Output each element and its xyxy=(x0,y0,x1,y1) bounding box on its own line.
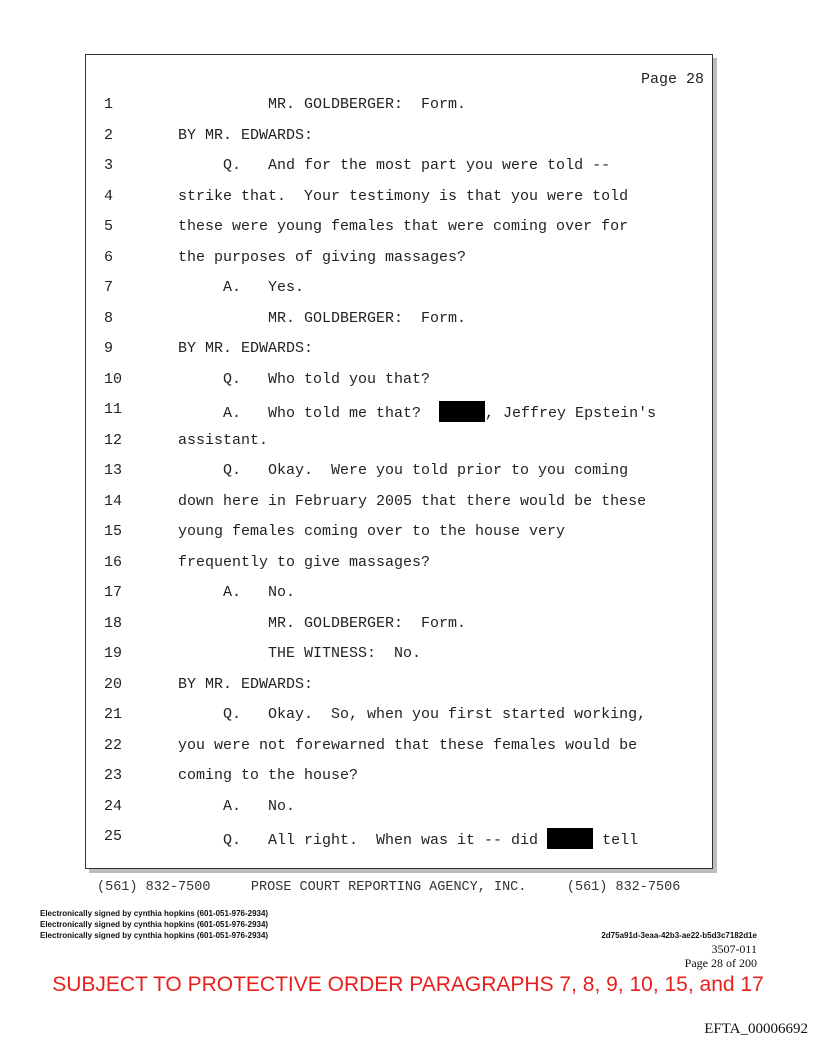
redaction-box xyxy=(439,401,486,422)
document-number: 3507-011 xyxy=(711,942,757,956)
line-text: THE WITNESS: No. xyxy=(178,645,422,662)
transcript-line: MR. GOLDBERGER: Form. xyxy=(178,96,466,113)
line-text: A. No. xyxy=(178,584,296,601)
line-text: frequently to give massages? xyxy=(178,553,431,571)
protective-order-banner: SUBJECT TO PROTECTIVE ORDER PARAGRAPHS 7… xyxy=(52,973,764,996)
bates-number: EFTA_00006692 xyxy=(704,1021,808,1037)
transcript-line: you were not forewarned that these femal… xyxy=(178,737,637,754)
transcript-line: Q. Okay. So, when you first started work… xyxy=(178,706,646,723)
line-text: Q. And for the most part you were told -… xyxy=(178,157,611,174)
transcript-box: Page 28 1 MR. GOLDBERGER: Form. 2 BY MR. E… xyxy=(85,54,713,869)
line-number: 24 xyxy=(104,797,123,815)
line-number: 15 xyxy=(104,523,123,540)
line-number: 19 xyxy=(104,645,123,662)
signature-line: Electronically signed by cynthia hopkins… xyxy=(40,920,269,929)
line-number: 11 xyxy=(104,401,123,418)
line-text: BY MR. EDWARDS: xyxy=(178,675,314,693)
transcript-line: MR. GOLDBERGER: Form. xyxy=(178,310,466,327)
transcript-line: young females coming over to the house v… xyxy=(178,523,565,540)
transcript-line: coming to the house? xyxy=(178,767,358,784)
transcript-line: assistant. xyxy=(178,432,268,449)
line-text: Q. Who told you that? xyxy=(178,370,431,388)
page-of-total: Page 28 of 200 xyxy=(684,956,757,970)
line-number: 4 xyxy=(104,187,114,205)
reporting-agency-line: (561) 832-7500 PROSE COURT REPORTING AGE… xyxy=(97,880,681,895)
transcript-line: Q. Who told you that? xyxy=(178,371,430,388)
line-number: 10 xyxy=(104,370,123,388)
line-text: these were young females that were comin… xyxy=(178,218,629,235)
line-number: 3 xyxy=(104,157,114,174)
transcript-line: strike that. Your testimony is that you … xyxy=(178,188,628,205)
transcript-line: THE WITNESS: No. xyxy=(178,645,421,662)
line-text: the purposes of giving massages? xyxy=(178,248,467,266)
line-number: 7 xyxy=(104,279,114,296)
document-hash: 2d75a91d-3eaa-42b3-ae22-b5d3c7182d1e xyxy=(601,931,757,940)
signature-line: Electronically signed by cynthia hopkins… xyxy=(40,931,269,940)
line-text: A. No. xyxy=(178,797,296,815)
line-text: Q. Okay. So, when you first started work… xyxy=(178,706,647,723)
line-text: BY MR. EDWARDS: xyxy=(178,126,314,144)
line-number: 1 xyxy=(104,96,114,113)
line-text: BY MR. EDWARDS: xyxy=(178,340,314,357)
line-number: 22 xyxy=(104,736,123,754)
transcript-line: BY MR. EDWARDS: xyxy=(178,340,313,357)
transcript-line: the purposes of giving massages? xyxy=(178,249,466,266)
line-number: 14 xyxy=(104,492,123,510)
line-number: 5 xyxy=(104,218,114,235)
transcript-line: BY MR. EDWARDS: xyxy=(178,676,313,693)
line-text: MR. GOLDBERGER: Form. xyxy=(178,96,467,113)
line-number: 20 xyxy=(104,675,123,693)
line-text-after: tell xyxy=(593,832,639,849)
line-text: coming to the house? xyxy=(178,767,359,784)
line-number: 2 xyxy=(104,126,114,144)
line-number: 16 xyxy=(104,553,123,571)
line-number: 9 xyxy=(104,340,114,357)
transcript-line: Q. All right. When was it -- did tell xyxy=(178,828,638,849)
transcript-line: down here in February 2005 that there wo… xyxy=(178,493,646,510)
page-label: Page 28 xyxy=(640,71,704,88)
transcript-line: Q. And for the most part you were told -… xyxy=(178,157,610,174)
signature-line: Electronically signed by cynthia hopkins… xyxy=(40,909,269,918)
line-text: you were not forewarned that these femal… xyxy=(178,736,638,754)
transcript-line: MR. GOLDBERGER: Form. xyxy=(178,615,466,632)
line-text-after: , Jeffrey Epstein's xyxy=(485,405,657,422)
line-text: A. Who told me that? xyxy=(178,405,440,422)
transcript-line: frequently to give massages? xyxy=(178,554,430,571)
line-number: 18 xyxy=(104,614,123,632)
transcript-line: A. Who told me that? , Jeffrey Epstein's xyxy=(178,401,656,422)
line-number: 6 xyxy=(104,248,114,266)
line-number: 25 xyxy=(104,828,123,845)
transcript-line: these were young females that were comin… xyxy=(178,218,628,235)
line-number: 8 xyxy=(104,309,114,327)
line-number: 13 xyxy=(104,462,123,479)
line-number: 17 xyxy=(104,584,123,601)
transcript-line: A. No. xyxy=(178,798,295,815)
transcript-line: Q. Okay. Were you told prior to you comi… xyxy=(178,462,628,479)
line-text: Q. All right. When was it -- did xyxy=(178,832,548,849)
transcript-line: BY MR. EDWARDS: xyxy=(178,127,313,144)
line-text: MR. GOLDBERGER: Form. xyxy=(178,309,467,327)
line-text: strike that. Your testimony is that you … xyxy=(178,187,629,205)
transcript-line: A. Yes. xyxy=(178,279,304,296)
line-number: 23 xyxy=(104,767,123,784)
line-text: A. Yes. xyxy=(178,279,305,296)
redaction-box xyxy=(547,828,594,849)
line-text: down here in February 2005 that there wo… xyxy=(178,492,647,510)
line-number: 21 xyxy=(104,706,123,723)
line-text: assistant. xyxy=(178,431,269,449)
line-text: MR. GOLDBERGER: Form. xyxy=(178,614,467,632)
line-text: Q. Okay. Were you told prior to you comi… xyxy=(178,462,629,479)
line-text: young females coming over to the house v… xyxy=(178,523,566,540)
transcript-line: A. No. xyxy=(178,584,295,601)
line-number: 12 xyxy=(104,431,123,449)
